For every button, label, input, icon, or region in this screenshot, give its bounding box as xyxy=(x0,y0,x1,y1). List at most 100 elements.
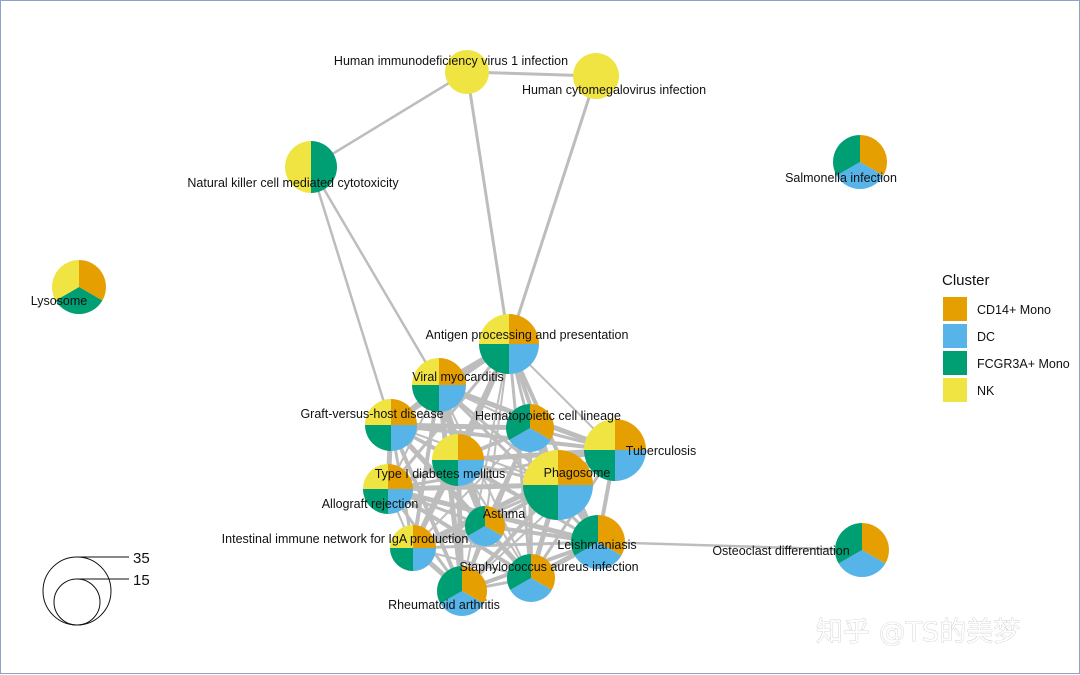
pie-slice-viral-1 xyxy=(439,385,466,412)
node-label-lyso: Lysosome xyxy=(31,294,88,308)
pie-slice-asthma-0 xyxy=(485,506,505,536)
pie-slice-staph-2 xyxy=(507,554,531,590)
edge-leish-osteo xyxy=(596,540,864,552)
pie-slice-salm-2 xyxy=(833,135,860,176)
edge-iga-leish xyxy=(411,540,600,550)
node-label-t1d: Type I diabetes mellitus xyxy=(375,467,506,481)
node-label-viral: Viral myocarditis xyxy=(412,370,503,384)
pie-slice-phago-0 xyxy=(558,450,593,485)
node-ra[interactable] xyxy=(437,566,487,616)
edge-gvhd-ra xyxy=(389,423,464,593)
pie-slice-phago-3 xyxy=(523,450,558,485)
pie-slice-lyso-0 xyxy=(79,260,106,301)
pie-slice-osteo-1 xyxy=(838,550,886,577)
pie-slice-allo-2 xyxy=(363,489,388,514)
edge-hiv-nkc xyxy=(309,70,469,169)
node-label-gvhd: Graft-versus-host disease xyxy=(300,407,443,421)
pie-slice-viral-2 xyxy=(412,385,439,412)
node-staph[interactable] xyxy=(507,554,555,602)
node-label-allo: Allograft rejection xyxy=(322,497,419,511)
pie-slice-viral-0 xyxy=(439,358,466,385)
node-tb[interactable] xyxy=(584,419,646,481)
pie-slice-nkc-3 xyxy=(285,141,311,193)
legend-title: Cluster xyxy=(942,272,990,289)
legend-swatch-3 xyxy=(943,378,967,402)
legend-label-0: CD14+ Mono xyxy=(977,303,1051,317)
node-label-phago: Phagosome xyxy=(544,466,611,480)
pie-slice-antigen-1 xyxy=(509,344,539,374)
watermark: 知乎 @TS的美梦 xyxy=(816,617,1020,648)
pie-slice-gvhd-2 xyxy=(365,425,391,451)
node-hcmv[interactable] xyxy=(573,53,619,99)
pie-slice-t1d-3 xyxy=(432,434,458,460)
node-salm[interactable] xyxy=(833,135,887,189)
node-lyso[interactable] xyxy=(52,260,106,314)
pie-slice-antigen-3 xyxy=(479,314,509,344)
pie-slice-t1d-1 xyxy=(458,460,484,486)
pie-slice-leish-1 xyxy=(574,542,622,569)
legend-label-2: FCGR3A+ Mono xyxy=(977,357,1070,371)
pie-slice-viral-3 xyxy=(412,358,439,385)
legend-swatch-2 xyxy=(943,351,967,375)
pie-slice-antigen-2 xyxy=(479,344,509,374)
node-t1d[interactable] xyxy=(432,434,484,486)
pie-slice-tb-1 xyxy=(615,450,646,481)
pie-slice-tb-3 xyxy=(584,419,615,450)
node-antigen[interactable] xyxy=(479,314,539,374)
pie-slice-allo-0 xyxy=(388,464,413,489)
node-labels: Human immunodeficiency virus 1 infection… xyxy=(31,54,897,612)
node-label-salm: Salmonella infection xyxy=(785,171,897,185)
nodes xyxy=(52,50,889,616)
pie-slice-nkc-2 xyxy=(311,141,337,193)
node-iga[interactable] xyxy=(390,525,436,571)
pie-slice-t1d-2 xyxy=(432,460,458,486)
node-label-hcmv: Human cytomegalovirus infection xyxy=(522,83,706,97)
legend-label-1: DC xyxy=(977,330,995,344)
node-gvhd[interactable] xyxy=(365,399,417,451)
pie-slice-asthma-2 xyxy=(465,506,485,536)
edge-nkc-viral xyxy=(309,165,441,387)
pie-slice-hcmv-3 xyxy=(573,53,619,99)
pie-slice-leish-0 xyxy=(598,515,625,556)
node-hema[interactable] xyxy=(506,404,554,452)
legend-label-3: NK xyxy=(977,384,995,398)
pie-slice-allo-3 xyxy=(363,464,388,489)
node-label-iga: Intestinal immune network for IgA produc… xyxy=(222,532,469,546)
node-allo[interactable] xyxy=(363,464,413,514)
pie-slice-iga-2 xyxy=(390,548,413,571)
size-legend: 35 15 xyxy=(42,550,150,626)
pie-slice-iga-0 xyxy=(413,525,436,548)
edge-nkc-gvhd xyxy=(309,165,393,427)
node-label-ra: Rheumatoid arthritis xyxy=(388,598,500,612)
pie-slice-phago-2 xyxy=(523,485,558,520)
edge-antigen-staph xyxy=(507,342,533,580)
size-legend-large-circle xyxy=(42,556,112,626)
node-leish[interactable] xyxy=(571,515,625,569)
pie-slice-salm-0 xyxy=(860,135,887,176)
size-legend-large-label: 35 xyxy=(133,550,150,567)
node-viral[interactable] xyxy=(412,358,466,412)
pie-slice-ra-2 xyxy=(437,566,462,604)
pie-slice-osteo-0 xyxy=(862,523,889,564)
pie-slice-staph-0 xyxy=(531,554,555,590)
node-hiv[interactable] xyxy=(445,50,489,94)
pie-slice-iga-3 xyxy=(390,525,413,548)
node-label-asthma: Asthma xyxy=(483,507,525,521)
node-label-staph: Staphylococcus aureus infection xyxy=(459,560,638,574)
edge-hiv-antigen xyxy=(465,70,511,346)
node-phago[interactable] xyxy=(523,450,593,520)
pie-slice-osteo-2 xyxy=(835,523,862,564)
node-asthma[interactable] xyxy=(465,506,505,546)
pie-slice-lyso-3 xyxy=(52,260,79,301)
node-label-leish: Leishmaniasis xyxy=(557,538,636,552)
node-nkc[interactable] xyxy=(285,141,337,193)
pie-slice-hema-1 xyxy=(509,428,551,452)
node-osteo[interactable] xyxy=(835,523,889,577)
pie-slice-ra-1 xyxy=(440,591,484,616)
pie-slice-hema-0 xyxy=(530,404,554,440)
node-label-osteo: Osteoclast differentiation xyxy=(712,544,849,558)
pie-slice-ra-0 xyxy=(462,566,487,604)
pie-slice-leish-2 xyxy=(571,515,598,556)
